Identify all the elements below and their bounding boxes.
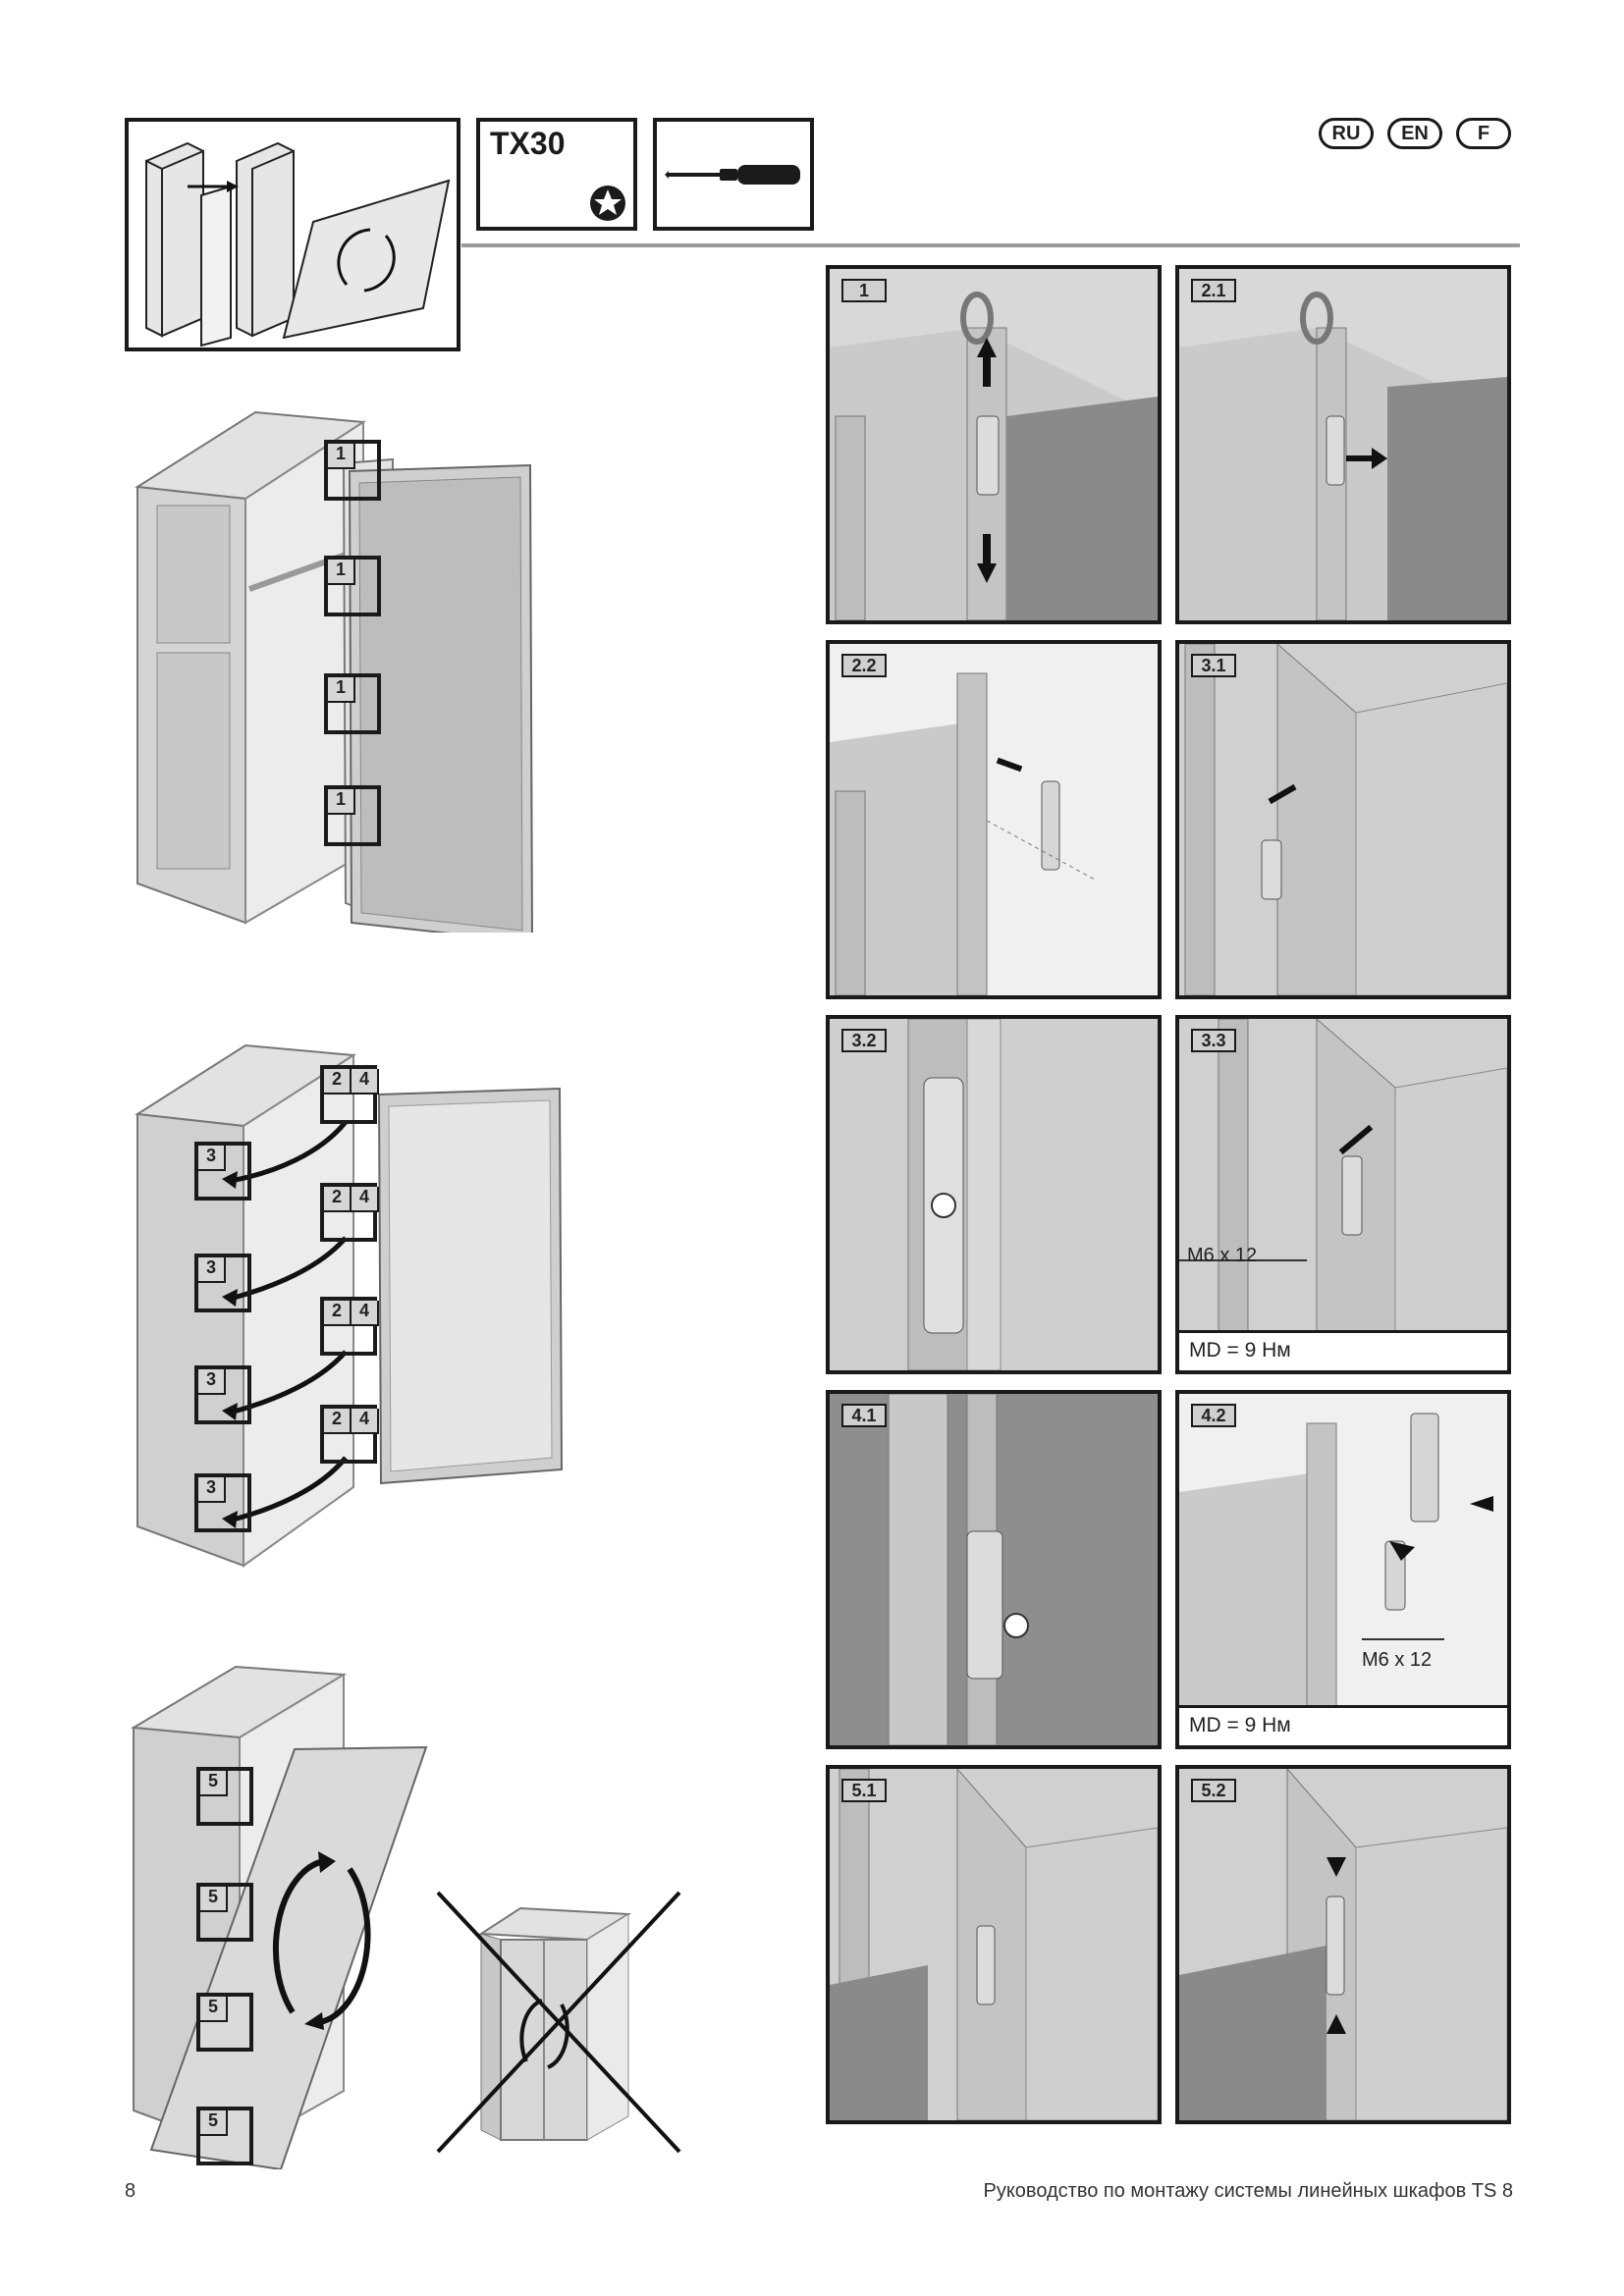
language-badge-en[interactable]: EN (1387, 118, 1442, 149)
bracket-marker-3: 3 (194, 1365, 251, 1424)
step-label: 2.1 (1191, 279, 1236, 302)
bracket-remove-illustration (1179, 644, 1507, 995)
torx-star-icon (590, 186, 625, 221)
double-door-not-allowed-figure (432, 1875, 687, 2160)
step-label: 5.2 (1191, 1779, 1236, 1802)
header-rule (461, 243, 1520, 247)
step-panel-5-1: 5.1 (826, 1765, 1162, 2124)
page-number: 8 (125, 2180, 136, 2202)
step-panel-4-2: 4.2 M6 x 12 MD = 9 Нм (1175, 1390, 1511, 1749)
tool-bit-box: TX30 (476, 118, 637, 231)
step-label: 1 (841, 279, 887, 302)
screwdriver-box (653, 118, 814, 231)
step-panel-3-3: 3.3 M6 x 12 MD = 9 Нм (1175, 1015, 1511, 1374)
rehang-marker-2: 5 (196, 1883, 253, 1942)
cabinet-door-removal-figure: 1 1 1 1 (128, 393, 560, 944)
hinge-marker-upper: 1 (324, 556, 381, 616)
step-panel-4-1: 4.1 (826, 1390, 1162, 1749)
hinge-closeup-illustration (830, 1019, 1158, 1370)
hinge-marker-bottom: 1 (324, 785, 381, 846)
hinge-marker-top: 1 (324, 440, 381, 501)
step-label: 4.1 (841, 1404, 887, 1427)
screwdriver-icon (665, 165, 800, 185)
rehang-marker-4: 5 (196, 2107, 253, 2165)
torque-spec: MD = 9 Нм (1179, 1705, 1507, 1745)
bolt-size-callout: M6 x 12 (1362, 1649, 1433, 1671)
hinge-unlock-illustration (830, 292, 1158, 620)
language-badge-ru[interactable]: RU (1319, 118, 1374, 149)
step-panel-1: 1 (826, 265, 1162, 624)
step-label: 3.2 (841, 1029, 887, 1052)
bracket-mount-illustration (1179, 1019, 1507, 1333)
language-badge-f[interactable]: F (1456, 118, 1511, 149)
bracket-closeup-illustration (830, 1394, 1158, 1745)
door-rehang-drawing (130, 1665, 428, 2171)
hinge-remove-illustration (830, 644, 1158, 995)
bracket-fit-illustration (1179, 1394, 1507, 1708)
hinge-marker-lower: 1 (324, 673, 381, 734)
door-swap-overview-icon (125, 118, 460, 351)
step-panel-2-1: 2.1 (1175, 265, 1511, 624)
hinge-pull-illustration (1179, 292, 1507, 620)
step-label: 3.1 (1191, 654, 1236, 677)
bracket-marker-1: 3 (194, 1142, 251, 1201)
step-panel-3-2: 3.2 (826, 1015, 1162, 1374)
double-door-cabinet-crossed (436, 1891, 681, 2154)
door-mount-illustration (830, 1769, 1158, 2120)
cabinet-door-illustration (145, 141, 451, 347)
tool-bit-label: TX30 (490, 126, 566, 161)
manual-title: Руководство по монтажу системы линейных … (983, 2180, 1513, 2202)
torque-spec: MD = 9 Нм (1179, 1330, 1507, 1370)
step-label: 2.2 (841, 654, 887, 677)
step-panel-5-2: 5.2 (1175, 1765, 1511, 2124)
door-rehang-figure: 5 5 5 5 (128, 1659, 432, 2171)
bolt-size-callout: M6 x 12 (1187, 1245, 1258, 1266)
step-label: 3.3 (1191, 1029, 1236, 1052)
bracket-marker-2: 3 (194, 1254, 251, 1312)
bracket-marker-4: 3 (194, 1473, 251, 1532)
step-panel-2-2: 2.2 (826, 640, 1162, 999)
rehang-marker-1: 5 (196, 1767, 253, 1826)
step-label: 4.2 (1191, 1404, 1236, 1427)
hinge-lock-illustration (1179, 1769, 1507, 2120)
cabinet-open-door-drawing (135, 410, 534, 944)
rehang-marker-3: 5 (196, 1993, 253, 2052)
step-panel-3-1: 3.1 (1175, 640, 1511, 999)
step-label: 5.1 (841, 1779, 887, 1802)
